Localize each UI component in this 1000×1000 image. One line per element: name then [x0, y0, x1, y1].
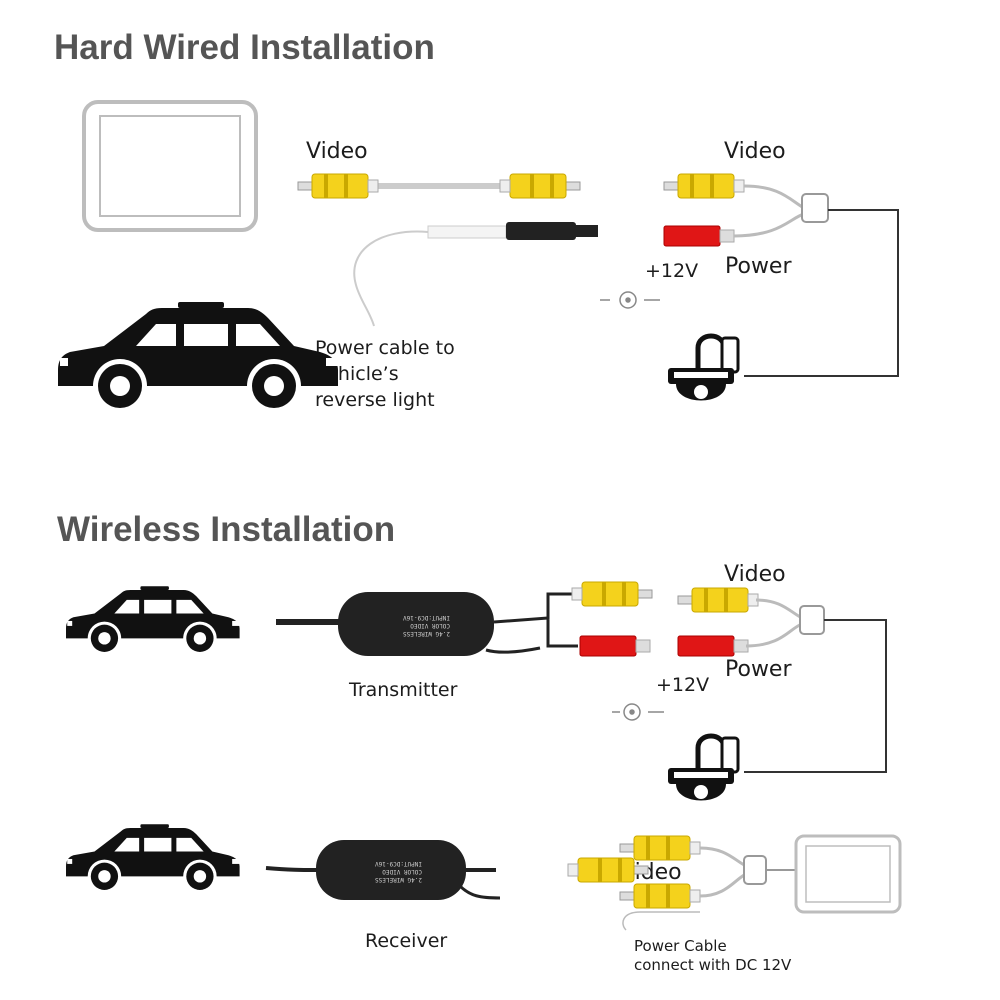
video-label-hardwired-right: Video [724, 139, 786, 164]
reverse-note-line-1: Power cable to [315, 337, 455, 359]
car-icon-hardwired [58, 302, 338, 413]
camera-power-connector [663, 225, 735, 247]
transmitter-power-connector [579, 635, 651, 657]
reverse-light-power-cable [353, 222, 598, 327]
receiver-device: 2.4G WIRELESS COLOR VIDEO INPUT:DC9-16V [265, 840, 501, 900]
transmitter-video-connector [571, 581, 653, 607]
monitor-video-connector-1 [619, 835, 701, 861]
camera-power-connector-wireless [677, 635, 749, 657]
power-label-wireless: Power [725, 657, 792, 682]
video-label-hardwired-left: Video [306, 139, 368, 164]
transmitter-print-2: COLOR VIDEO [410, 622, 450, 629]
car-icon-wireless-tx [66, 586, 240, 656]
video-extension-cable [297, 173, 581, 199]
transmitter-device: 2.4G WIRELESS COLOR VIDEO INPUT:DC9-16V [276, 592, 578, 656]
cable-junction-monitor [743, 855, 767, 885]
plus12v-label-wireless: +12V [656, 674, 710, 696]
power-cable-note-line-2: connect with DC 12V [634, 956, 792, 974]
reverse-camera-hardwired [668, 336, 738, 401]
receiver-print-3: INPUT:DC9-16V [375, 860, 422, 867]
monitor-video-connector-2 [619, 883, 701, 909]
receiver-print-1: 2.4G WIRELESS [375, 876, 422, 883]
transmitter-print-3: INPUT:DC9-16V [403, 614, 450, 621]
receiver-label: Receiver [365, 930, 448, 952]
dc-polarity-icon-wireless [612, 703, 664, 721]
plus12v-label-hardwired: +12V [645, 260, 699, 282]
camera-video-connector [663, 173, 745, 199]
monitor-screen-wireless [805, 845, 891, 903]
camera-cable-hardwired [744, 209, 899, 377]
camera-video-connector-wireless [677, 587, 759, 613]
reverse-camera-wireless [668, 736, 738, 801]
transmitter-print-1: 2.4G WIRELESS [403, 630, 450, 637]
hardwired-title: Hard Wired Installation [54, 28, 435, 67]
wireless-title: Wireless Installation [57, 510, 396, 549]
cable-junction [801, 193, 829, 223]
power-cable-note-line-1: Power Cable [634, 937, 727, 955]
camera-cable-wireless [744, 619, 887, 773]
transmitter-label: Transmitter [349, 679, 458, 701]
reverse-note-line-3: reverse light [315, 389, 435, 411]
power-cable-note: Power Cable connect with DC 12V [634, 937, 791, 975]
cable-junction-wireless [799, 605, 825, 635]
monitor-screen-hardwired [99, 115, 241, 217]
video-label-wireless-top: Video [724, 562, 786, 587]
receiver-print-2: COLOR VIDEO [382, 868, 422, 875]
dc-polarity-icon-hardwired [600, 291, 660, 309]
power-label-hardwired: Power [725, 254, 792, 279]
car-icon-wireless-rx [66, 824, 240, 894]
receiver-video-connector [567, 857, 649, 883]
